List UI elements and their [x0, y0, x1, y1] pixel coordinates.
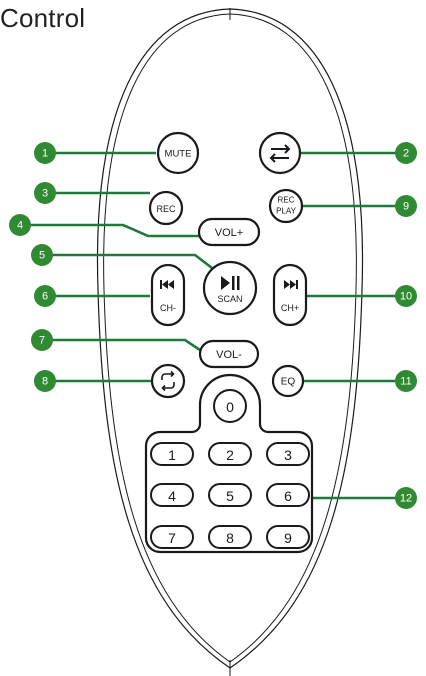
eq-button[interactable]: EQ	[271, 364, 305, 398]
callout-12-label: 12	[400, 493, 412, 505]
key-7-button[interactable]: 7	[150, 525, 194, 549]
swap-button[interactable]	[258, 131, 302, 175]
key-3-button[interactable]: 3	[266, 442, 310, 466]
callout-6-label: 6	[42, 291, 48, 303]
scan-label: SCAN	[217, 294, 242, 304]
callout-7-label: 7	[39, 335, 45, 347]
key-0-button[interactable]: 0	[213, 389, 247, 423]
key-4-button[interactable]: 4	[150, 483, 194, 507]
rec-label: REC	[156, 204, 176, 214]
callout-1-label: 1	[42, 148, 48, 160]
key-1-button[interactable]: 1	[150, 442, 194, 466]
rec-play-button[interactable]: REC PLAY	[268, 188, 304, 224]
callout-2: 2	[395, 142, 417, 164]
keypad: 0 1 2 3 4 5 6 7 8 9	[150, 389, 310, 549]
page-title: Control	[0, 3, 86, 33]
next-ch-plus-button[interactable]: CH+	[272, 263, 308, 327]
key-2-button[interactable]: 2	[208, 442, 252, 466]
vol-down-label: VOL-	[216, 349, 242, 361]
ch-plus-label: CH+	[281, 303, 299, 313]
key-3-label: 3	[284, 447, 292, 463]
key-5-label: 5	[226, 488, 234, 504]
skip-back-icon	[160, 280, 174, 289]
callout-lines	[20, 151, 406, 500]
vol-up-button[interactable]: VOL+	[197, 217, 261, 247]
callout-12: 12	[395, 487, 417, 509]
callout-3-label: 3	[42, 188, 48, 200]
callout-7: 7	[31, 329, 53, 351]
skip-forward-icon	[284, 280, 298, 289]
swap-arrows-icon	[269, 144, 291, 163]
callout-6: 6	[34, 285, 56, 307]
key-6-button[interactable]: 6	[266, 483, 310, 507]
callout-5-label: 5	[39, 250, 45, 262]
key-2-label: 2	[226, 447, 234, 463]
callout-8: 8	[34, 370, 56, 392]
key-7-label: 7	[168, 530, 176, 546]
mute-button[interactable]: MUTE	[156, 131, 200, 175]
eq-label: EQ	[281, 377, 296, 388]
key-8-label: 8	[226, 530, 234, 546]
key-1-label: 1	[168, 447, 176, 463]
key-9-label: 9	[284, 530, 292, 546]
callout-4: 4	[9, 214, 31, 236]
prev-ch-minus-button[interactable]: CH-	[150, 263, 186, 327]
repeat-button[interactable]	[150, 363, 186, 399]
callout-11-label: 11	[400, 376, 411, 388]
play-pause-scan-button[interactable]: SCAN	[202, 260, 258, 316]
callout-2-label: 2	[403, 148, 409, 160]
key-8-button[interactable]: 8	[208, 525, 252, 549]
callout-11: 11	[395, 370, 417, 392]
vol-up-label: VOL+	[215, 227, 243, 239]
key-4-label: 4	[168, 488, 176, 504]
key-6-label: 6	[284, 488, 292, 504]
rec-play-label-bottom: PLAY	[276, 207, 297, 216]
key-0-label: 0	[226, 399, 234, 415]
callout-9-label: 9	[403, 201, 409, 213]
callout-3: 3	[34, 182, 56, 204]
rec-button[interactable]: REC	[148, 190, 184, 226]
callout-10-label: 10	[400, 291, 412, 303]
mute-label: MUTE	[165, 149, 192, 160]
key-5-button[interactable]: 5	[208, 483, 252, 507]
callout-5: 5	[31, 244, 53, 266]
callout-9: 9	[395, 195, 417, 217]
rec-play-label-top: REC	[278, 196, 295, 205]
callout-8-label: 8	[42, 376, 48, 388]
ch-minus-label: CH-	[160, 303, 176, 313]
repeat-icon	[161, 370, 175, 392]
play-pause-icon	[221, 276, 240, 290]
vol-down-button[interactable]: VOL-	[198, 339, 260, 369]
callout-4-label: 4	[17, 220, 23, 232]
callout-10: 10	[395, 285, 417, 307]
key-9-button[interactable]: 9	[266, 525, 310, 549]
callout-1: 1	[34, 142, 56, 164]
